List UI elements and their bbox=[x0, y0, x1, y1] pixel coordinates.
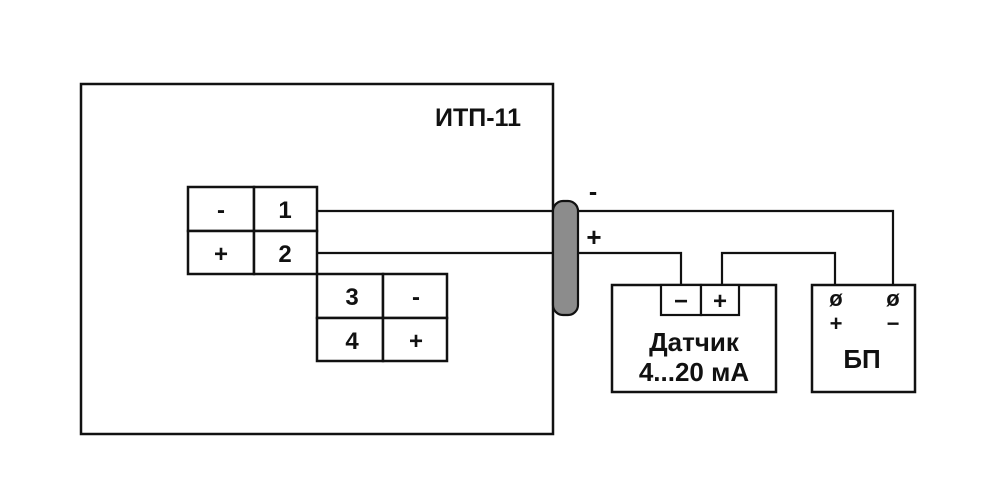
power-supply-name: БП bbox=[843, 344, 880, 374]
sensor: − + Датчик 4...20 мА bbox=[610, 283, 778, 394]
sensor-plus-terminal bbox=[699, 283, 741, 317]
power-plus-label: + bbox=[830, 311, 843, 336]
terminal-4-number-cell bbox=[315, 316, 385, 363]
wire-sensor-to-power bbox=[720, 251, 837, 285]
terminal-3-number: 3 bbox=[345, 284, 358, 311]
power-minus-terminal-symbol: ø bbox=[886, 286, 900, 311]
terminal-4-number: 4 bbox=[345, 328, 359, 355]
terminal-3-polarity-cell bbox=[381, 272, 449, 320]
power-supply: ø ø + − БП bbox=[810, 283, 917, 394]
terminal-4-polarity: + bbox=[409, 328, 423, 355]
cable-plus-label: + bbox=[586, 222, 601, 252]
terminal-block-3-4: 3 - 4 + bbox=[315, 272, 449, 363]
terminal-2-polarity: + bbox=[214, 241, 228, 268]
wire-minus bbox=[317, 209, 895, 285]
terminal-2-number-cell bbox=[252, 229, 319, 276]
sensor-minus-label: − bbox=[674, 288, 688, 315]
cable-connector bbox=[551, 199, 580, 317]
terminal-3-polarity: - bbox=[412, 284, 420, 311]
sensor-name-line1: Датчик bbox=[649, 327, 740, 357]
power-minus-label: − bbox=[887, 311, 900, 336]
sensor-plus-label: + bbox=[713, 288, 727, 315]
device-title: ИТП-11 bbox=[435, 104, 521, 132]
terminal-block-1-2: - 1 + 2 bbox=[186, 185, 319, 276]
cable-minus-label: - bbox=[589, 178, 597, 206]
terminal-1-polarity: - bbox=[217, 197, 225, 224]
terminal-2-number: 2 bbox=[278, 241, 291, 268]
power-plus-terminal-symbol: ø bbox=[829, 286, 843, 311]
terminal-1-number: 1 bbox=[278, 197, 291, 224]
power-supply-body bbox=[810, 283, 917, 394]
sensor-name-line2: 4...20 мА bbox=[639, 357, 750, 387]
terminal-4-polarity-cell bbox=[381, 316, 449, 363]
wire-plus bbox=[317, 251, 683, 285]
wires bbox=[317, 209, 895, 285]
